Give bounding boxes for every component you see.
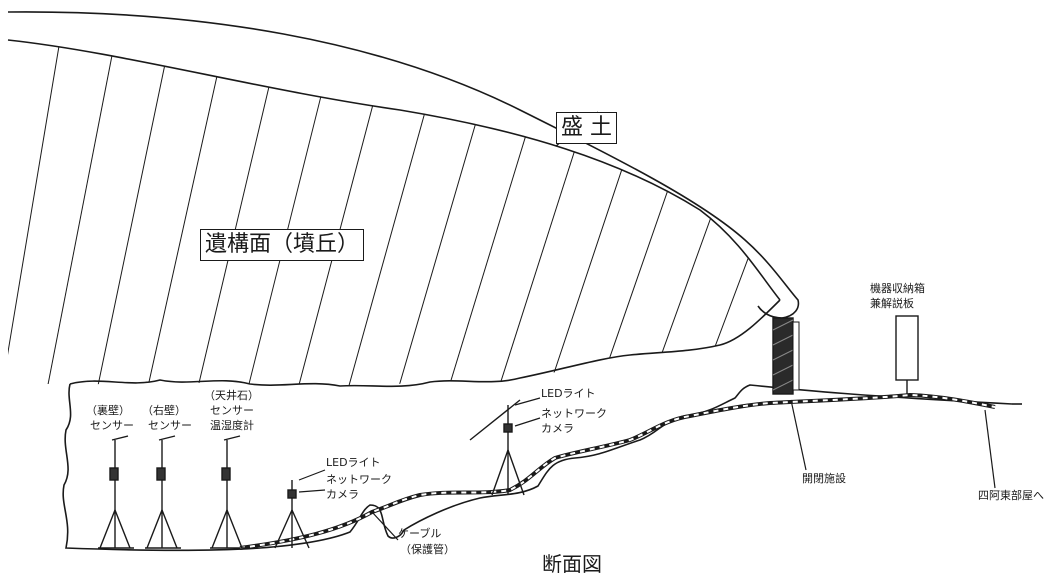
cable-label: ケーブル: [398, 527, 442, 540]
sensor-stand-ceiling: [210, 435, 246, 549]
led-light-label-1: LEDライト: [326, 456, 381, 469]
diagram-caption: 断面図: [542, 552, 602, 576]
ceiling-label-2: センサー: [210, 404, 254, 417]
chamber-outline: [62, 383, 1013, 552]
to-east-room-label: 四阿東部屋へ: [978, 489, 1044, 502]
camera-stand-1: [274, 480, 310, 549]
cable-line: [239, 392, 996, 550]
right-wall-label-1: （右壁）: [142, 404, 186, 417]
network-camera-label-2a: ネットワーク: [541, 407, 607, 420]
explanation-board-label: 兼解説板: [870, 297, 914, 310]
equipment-box-label: 機器収納箱: [870, 282, 925, 295]
network-camera-label-2b: カメラ: [541, 422, 574, 435]
sensor-stand-back-wall: [98, 435, 134, 549]
cable-sub-label: （保護管）: [400, 543, 455, 556]
mound-hatching: [8, 40, 780, 387]
right-wall-label-2: センサー: [148, 419, 192, 432]
back-wall-label-1: （裏壁）: [86, 404, 130, 417]
embankment-label: 盛 土: [556, 112, 617, 144]
equipment-box: [895, 315, 919, 394]
led-light-label-2: LEDライト: [541, 387, 596, 400]
embankment-outline: [7, 11, 800, 319]
mound-label: 遺構面（墳丘）: [200, 229, 365, 261]
sensor-stand-right-wall: [145, 435, 181, 549]
ceiling-label-3: 温湿度計: [210, 419, 254, 432]
ceiling-label-1: （天井石）: [204, 389, 259, 402]
back-wall-label-2: センサー: [90, 419, 134, 432]
mound-lower-edge: [69, 299, 781, 388]
opening-facility-label: 開閉施設: [802, 472, 846, 485]
network-camera-label-1a: ネットワーク: [326, 473, 392, 486]
cable-stripes: [239, 393, 996, 549]
network-camera-label-1b: カメラ: [326, 488, 359, 501]
camera-stand-2: [469, 399, 525, 496]
opening-facility: [772, 317, 800, 395]
